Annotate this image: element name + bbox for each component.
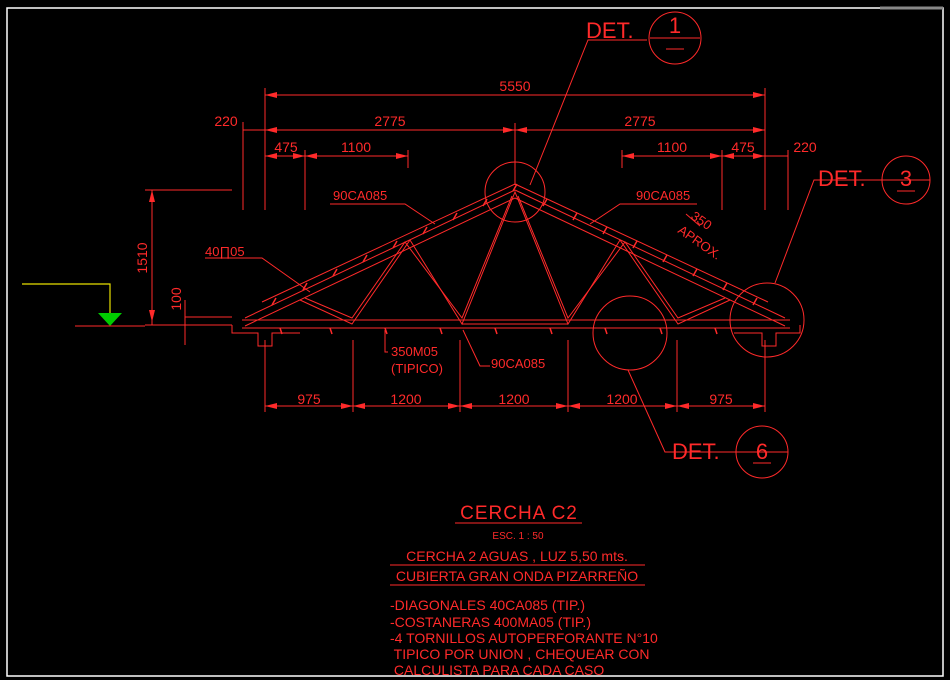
detail-1-number: 1	[669, 13, 681, 38]
callout-purlin: 40∏05	[205, 244, 245, 259]
title-block-scale: ESC. 1 : 50	[492, 531, 544, 542]
detail-6-label: DET.	[672, 439, 720, 464]
drawing-frame	[6, 7, 944, 677]
title-block-line2: CUBIERTA GRAN ONDA PIZARREÑO	[396, 568, 638, 584]
dim-half-right: 2775	[624, 113, 655, 129]
dim-bottom-1200-a: 1200	[390, 391, 421, 407]
dimension-lines-top	[242, 88, 789, 210]
note-line-4: TIPICO POR UNION , CHEQUEAR CON	[390, 646, 650, 662]
note-line-2: -COSTANERAS 400MA05 (TIP.)	[390, 614, 591, 630]
callout-top-chord-left: 90CA085	[333, 188, 387, 203]
callout-top-chord-right: 90CA085	[636, 188, 690, 203]
level-marker	[22, 283, 145, 327]
dim-height: 1510	[134, 242, 150, 273]
dim-bottom-975-left: 975	[297, 391, 321, 407]
note-line-5: CALCULISTA PARA CADA CASO	[390, 662, 604, 678]
title-block-line1: CERCHA 2 AGUAS , LUZ 5,50 mts.	[406, 548, 628, 564]
dim-overhang-right: 220	[793, 139, 817, 155]
dim-overhang-left: 220	[214, 113, 238, 129]
detail-1-label: DET.	[586, 18, 634, 43]
detail-6-number: 6	[756, 439, 768, 464]
dim-overall: 5550	[499, 78, 530, 94]
callout-plate-line2: (TIPICO)	[391, 361, 443, 376]
dim-1100-right: 1100	[657, 139, 687, 155]
detail-3-label: DET.	[818, 166, 866, 191]
dimension-height	[145, 189, 232, 345]
truss-geometry	[231, 183, 801, 347]
callout-bottom-chord: 90CA085	[491, 356, 545, 371]
dim-bottom-975-right: 975	[709, 391, 733, 407]
title-block-title: CERCHA C2	[460, 503, 578, 524]
dim-bottom-1200-b: 1200	[498, 391, 529, 407]
dimension-lines-bottom	[264, 340, 766, 412]
detail-3-number: 3	[900, 166, 912, 191]
detail-3-circle	[729, 282, 805, 358]
note-line-3: -4 TORNILLOS AUTOPERFORANTE N°10	[390, 630, 658, 646]
dim-bottom-1200-c: 1200	[606, 391, 637, 407]
purlins	[271, 183, 758, 335]
dim-475-left: 475	[274, 139, 298, 155]
detail-1-bubble	[648, 11, 702, 65]
note-line-1: -DIAGONALES 40CA085 (TIP.)	[390, 597, 585, 613]
callout-plate-line1: 350M05	[391, 344, 438, 359]
dim-half-left: 2775	[374, 113, 405, 129]
dim-heel: 100	[168, 287, 184, 311]
dim-1100-left: 1100	[341, 139, 371, 155]
detail-6-circle	[592, 295, 668, 371]
dim-475-right: 475	[731, 139, 755, 155]
